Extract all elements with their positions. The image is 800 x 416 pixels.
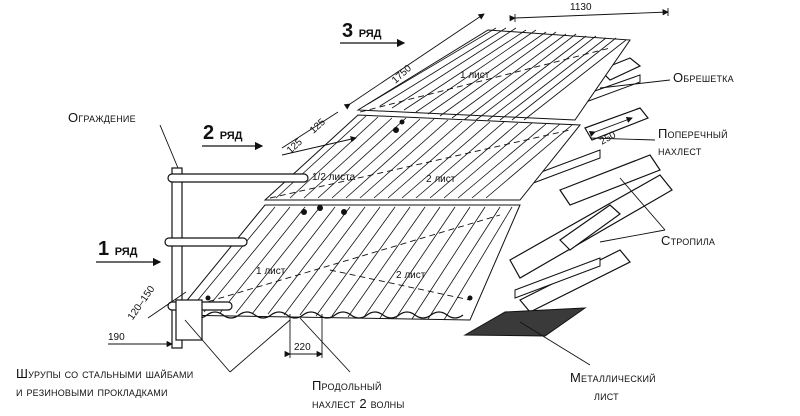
batten-3 bbox=[514, 257, 601, 299]
rafter-1 bbox=[598, 57, 642, 81]
long-overlap-label-1: Продольный bbox=[312, 378, 382, 393]
corrugation-mid bbox=[275, 115, 573, 199]
cross-overlap-label-1: Поперечный bbox=[658, 126, 728, 141]
fence bbox=[164, 167, 309, 349]
sheet-label-mid-half: 1/2 листа bbox=[312, 172, 356, 183]
fence-bracket bbox=[175, 299, 203, 341]
rafters-label: Стропила bbox=[661, 233, 716, 248]
row-3-num: 3 bbox=[342, 20, 354, 42]
screws-group bbox=[205, 119, 473, 301]
cross-overlap-label-2: нахлест bbox=[658, 143, 702, 158]
row-2-label: 2 ряд bbox=[203, 122, 243, 146]
long-overlap-label-2: нахлест 2 волны bbox=[312, 396, 405, 411]
dimension-lines bbox=[108, 8, 669, 358]
rafter-6 bbox=[559, 204, 621, 251]
wave-edge-bottom bbox=[174, 311, 464, 319]
sheet-label-top-one: 1 лист bbox=[460, 70, 490, 81]
row-1-num: 1 bbox=[98, 238, 110, 260]
sheet-label-bot-two: 2 лист bbox=[396, 270, 426, 281]
row-1-label: 1 ряд bbox=[98, 238, 138, 262]
rafters-group bbox=[509, 57, 673, 313]
fence-rail-2 bbox=[164, 237, 248, 247]
screws-label-2: и резиновыми прокладками bbox=[16, 384, 168, 399]
metal-label-2: лист bbox=[594, 388, 619, 403]
dim-width: 1130 bbox=[570, 2, 592, 13]
sheet-label-mid-two: 2 лист bbox=[426, 174, 456, 185]
fence-rail-1 bbox=[167, 173, 309, 183]
metal-label-1: Металлический bbox=[570, 370, 656, 385]
sheet-label-bot-one: 1 лист bbox=[256, 266, 286, 277]
row-2-num: 2 bbox=[203, 122, 215, 144]
dim-edge: 190 bbox=[108, 332, 125, 343]
row-arrows bbox=[96, 38, 406, 267]
row-2-word: ряд bbox=[219, 126, 243, 143]
row-1-word: ряд bbox=[114, 242, 138, 259]
fence-post bbox=[171, 167, 183, 349]
screws-label-1: Шурупы со стальными шайбами bbox=[16, 366, 194, 381]
row-3-label: 3 ряд bbox=[342, 20, 382, 44]
corrugation-bot bbox=[187, 206, 513, 321]
leader-lines bbox=[159, 79, 671, 373]
battens-label: Обрешетка bbox=[673, 70, 734, 85]
dim-long: 220 bbox=[294, 342, 311, 353]
row-3-word: ряд bbox=[358, 24, 382, 41]
rafter-3 bbox=[559, 154, 661, 206]
fence-label: Ограждение bbox=[68, 110, 136, 125]
metal-sheet bbox=[463, 307, 587, 337]
